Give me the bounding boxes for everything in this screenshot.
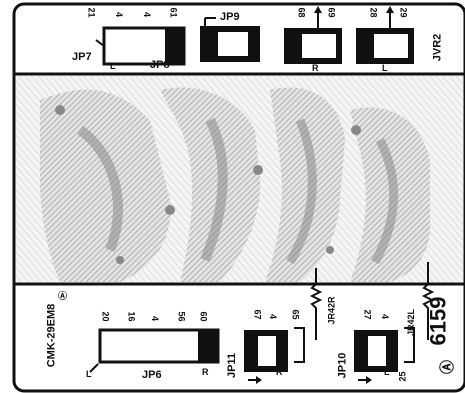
l-label: L <box>384 367 390 377</box>
jp8-label: JP8 <box>150 59 170 71</box>
pin-label: 16 <box>126 311 137 322</box>
r-label: R <box>312 63 319 73</box>
pin-label: 60 <box>198 311 209 322</box>
pin-label: 21 <box>86 7 97 18</box>
l-label: L <box>382 63 388 73</box>
jumper-jp10-window <box>368 336 386 366</box>
jumper-r-top-window <box>302 34 336 58</box>
jp9-label: JP9 <box>220 11 240 23</box>
pin-label: 20 <box>100 311 111 322</box>
pin-label: 68 <box>296 7 307 18</box>
pin-label: 61 <box>168 7 179 18</box>
jp7-label: JP7 <box>72 51 92 63</box>
model-label: CMK-29EM8 <box>45 303 58 368</box>
pin-label: 29 <box>398 7 409 18</box>
jumper-jp7-jp8-fill <box>165 28 184 64</box>
r-label: R <box>202 367 209 377</box>
r-label: R <box>276 367 283 377</box>
jvr2-label: JVR2 <box>431 33 444 62</box>
ul-mark: Ⓐ <box>58 291 68 301</box>
pin-label: 28 <box>368 7 379 18</box>
pin-label: 4 <box>114 11 125 18</box>
jr42l-label: JR42L <box>406 308 417 337</box>
pin-label: 69 <box>326 7 337 18</box>
trace-region <box>16 76 463 282</box>
pin-label: 4 <box>268 313 279 320</box>
jp11-label: JP11 <box>226 352 239 379</box>
jp10-label: JP10 <box>336 352 349 379</box>
jumper-l-top-window <box>374 34 408 58</box>
part-number: 6159 <box>425 296 451 346</box>
pin-label: 67 <box>252 309 263 320</box>
l-label: L <box>86 369 92 379</box>
pin-label: 4 <box>150 315 161 322</box>
resistor-jr42l-symbol <box>421 262 435 340</box>
jumper-jp6-fill <box>198 330 218 362</box>
pin-label: 4 <box>380 313 391 320</box>
resistor-jr42r-symbol <box>309 268 323 340</box>
l-label: L <box>110 61 116 71</box>
jumper-jp9-window <box>218 32 248 56</box>
jr42r-label: JR42R <box>326 296 337 325</box>
circled-a-mark: Ⓐ <box>439 360 455 374</box>
pin-label: 56 <box>176 311 187 322</box>
pin-label: 4 <box>142 11 153 18</box>
jumper-jp11-window <box>258 336 276 366</box>
pin-label: 65 <box>290 309 301 320</box>
jp6-label: JP6 <box>142 369 162 381</box>
pin-label: 25 <box>397 371 408 382</box>
pin-label: 27 <box>362 309 373 320</box>
